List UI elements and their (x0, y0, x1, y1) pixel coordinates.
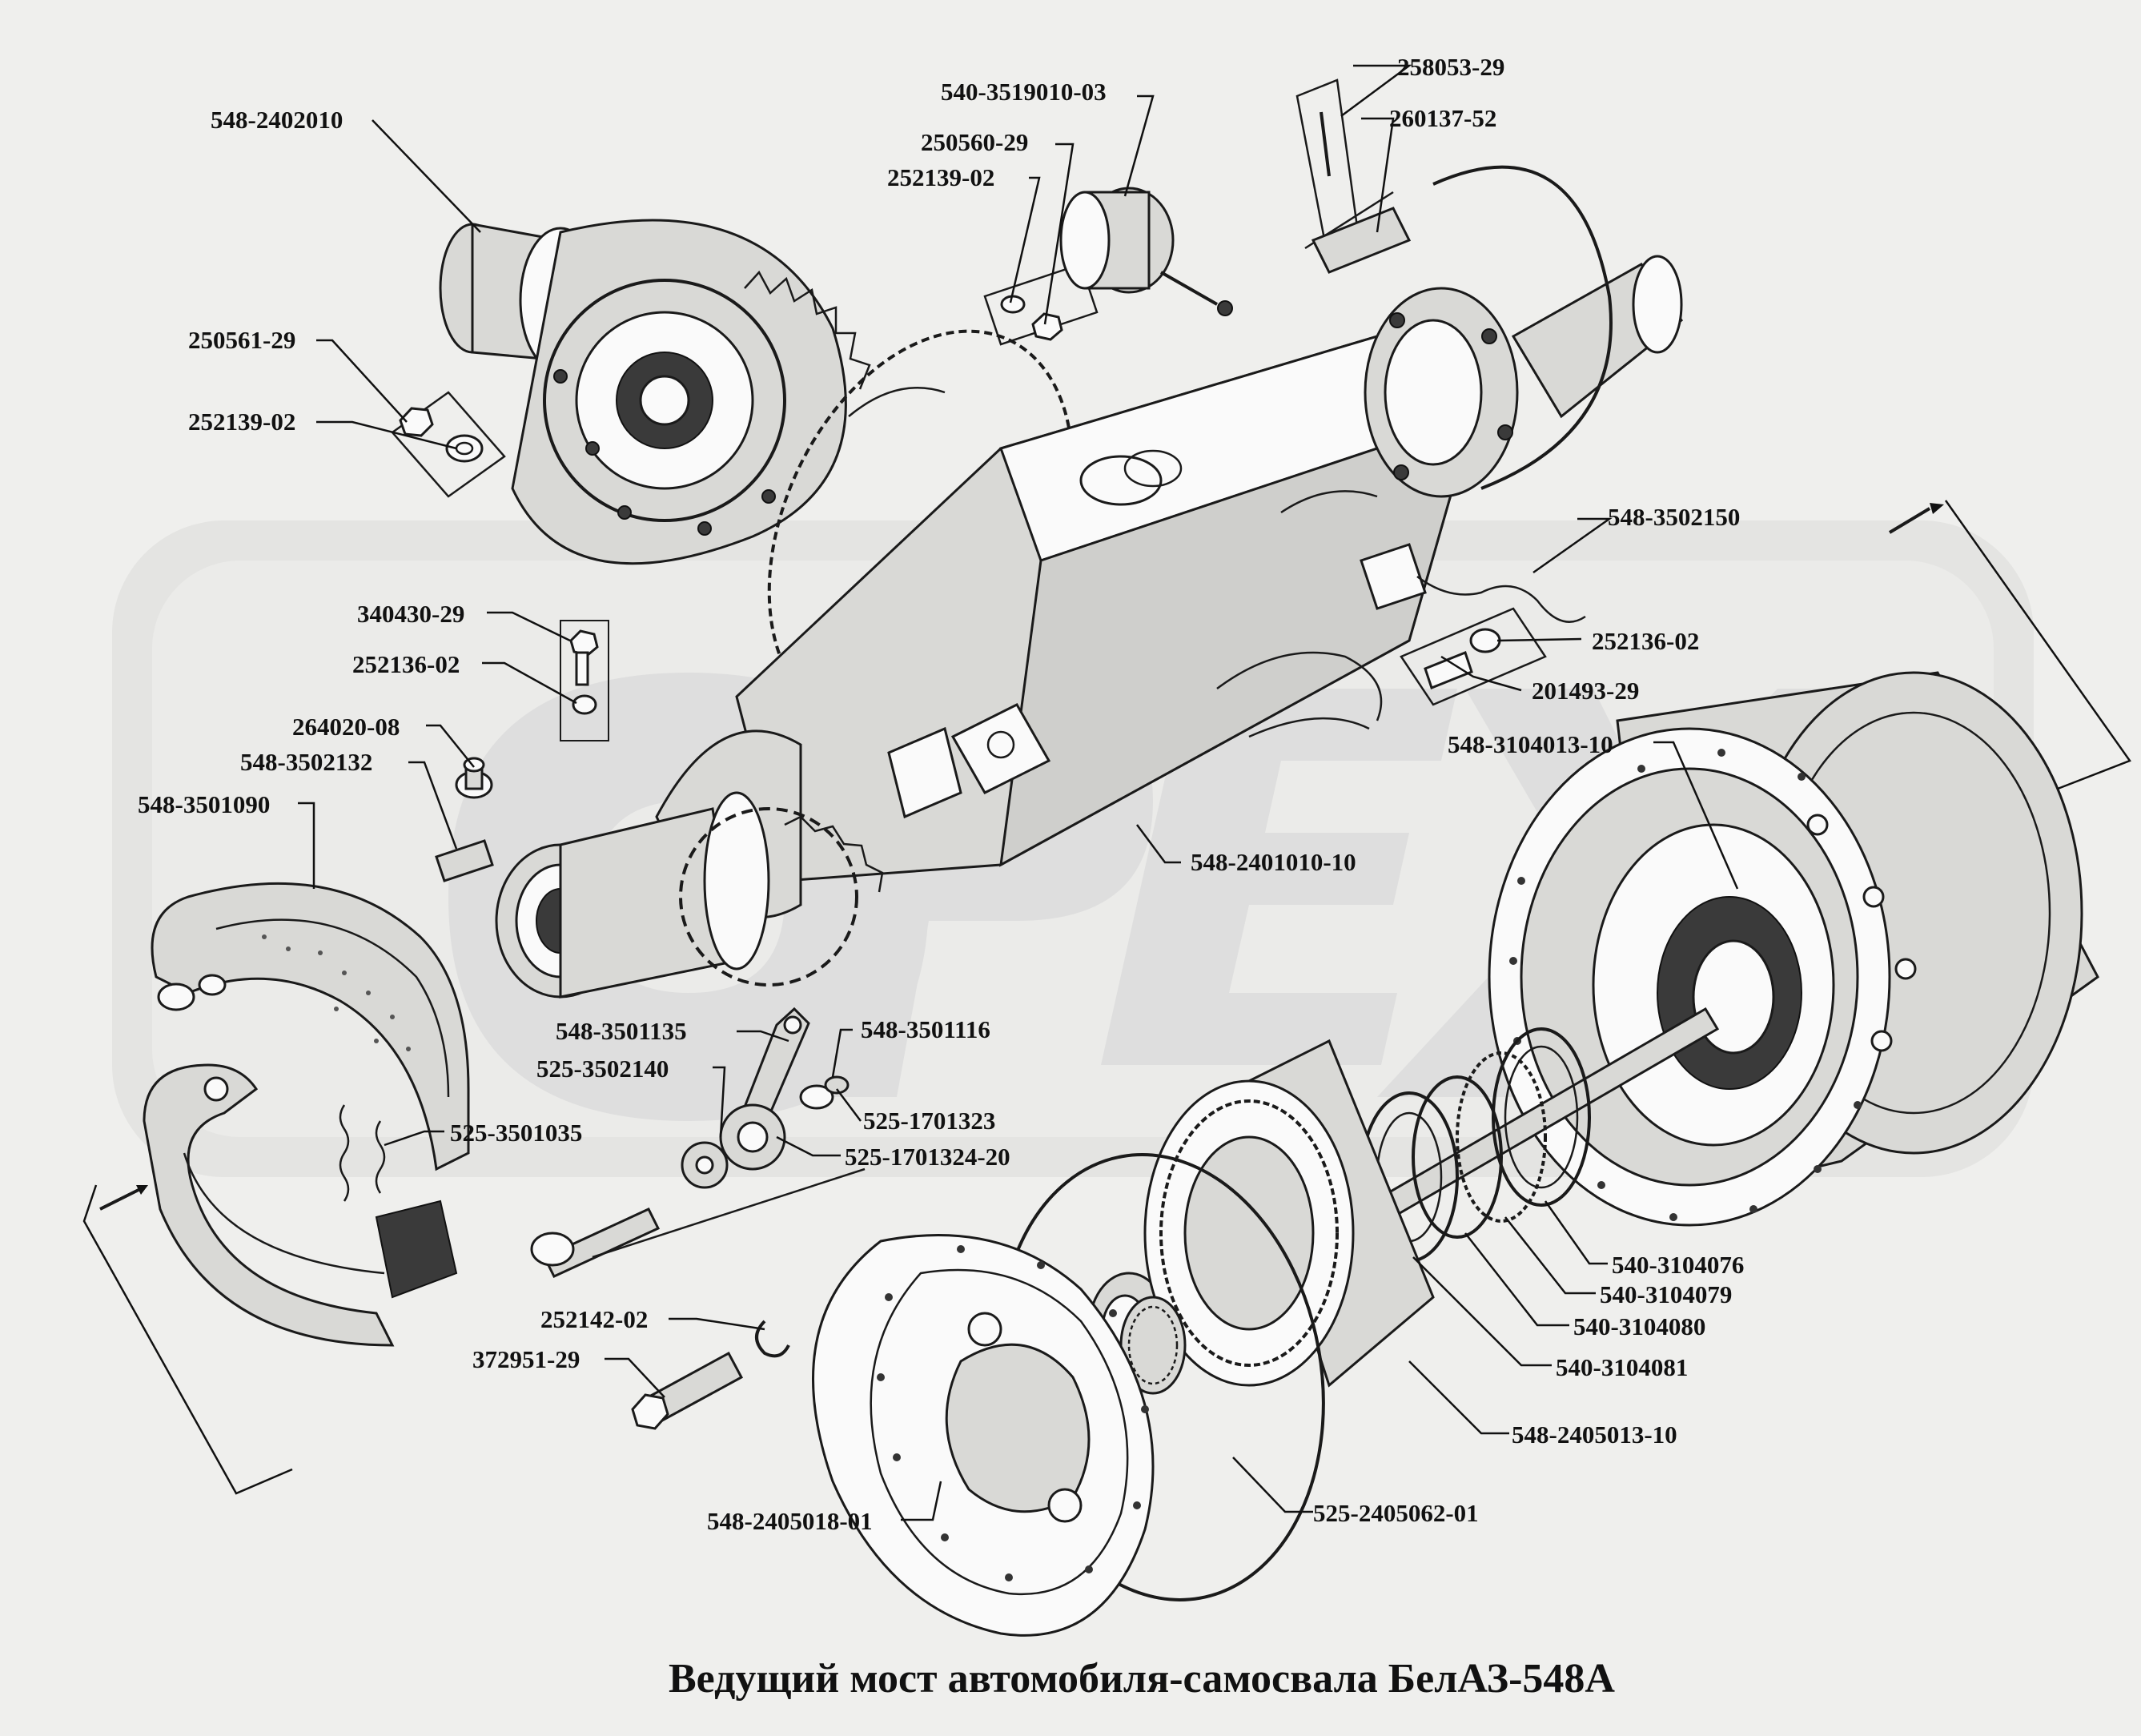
label-540-3519010-03: 540-3519010-03 (941, 78, 1107, 106)
label-540-3104081: 540-3104081 (1556, 1353, 1688, 1381)
label-548-2402010: 548-2402010 (211, 106, 343, 134)
sensor-540-3519010 (983, 187, 1233, 346)
label-525-3501035: 525-3501035 (450, 1119, 582, 1147)
bolt-340430 (560, 620, 609, 741)
label-260137-52: 260137-52 (1389, 104, 1496, 132)
pin-258053 (1295, 78, 1412, 274)
label-525-1701323: 525-1701323 (863, 1107, 995, 1135)
fitting-264020 (455, 757, 493, 799)
differential-assembly (439, 219, 871, 565)
label-340430-29: 340430-29 (357, 600, 464, 628)
label-548-3502132: 548-3502132 (240, 748, 372, 776)
section-arrow-right (1888, 500, 2131, 790)
label-548-3501090: 548-3501090 (138, 790, 270, 818)
nipple-548-3501116 (799, 1075, 850, 1110)
label-372951-29: 372951-29 (472, 1345, 580, 1373)
label-250560-29: 250560-29 (921, 128, 1028, 156)
axle-housing-548-2401010 (495, 165, 1684, 999)
label-548-2405013-10: 548-2405013-10 (1512, 1421, 1677, 1449)
brake-shoe-upper-548-3501090 (151, 882, 470, 1171)
label-252142-02: 252142-02 (540, 1305, 648, 1333)
label-548-3501116: 548-3501116 (861, 1015, 990, 1043)
ring-540-3104080 (1412, 1075, 1503, 1239)
label-250561-29: 250561-29 (188, 326, 295, 354)
section-arrow-left (82, 1184, 293, 1495)
label-525-2405062-01: 525-2405062-01 (1313, 1499, 1479, 1527)
label-252136-02-left: 252136-02 (352, 650, 460, 678)
spring-525-3501035 (339, 1104, 386, 1202)
bolt-372951 (592, 1167, 866, 1430)
diagram-title: Ведущий мост автомобиля-самосвала БелАЗ-… (669, 1656, 1615, 1702)
washer-252142 (755, 1320, 790, 1358)
brake-shoe-lower (143, 1063, 458, 1347)
key-548-3502132 (435, 839, 494, 882)
label-548-2405018-01: 548-2405018-01 (707, 1507, 873, 1535)
cover-548-2405018 (812, 1234, 1155, 1637)
label-258053-29: 258053-29 (1397, 53, 1504, 81)
label-540-3104079: 540-3104079 (1600, 1280, 1732, 1308)
leader-lines (298, 64, 1739, 1521)
ring-540-3104079 (1456, 1051, 1547, 1223)
label-264020-08: 264020-08 (292, 713, 400, 741)
label-540-3104076: 540-3104076 (1612, 1251, 1744, 1279)
nut-washer-250561 (391, 391, 506, 498)
ring-540-3104076 (1492, 1027, 1591, 1207)
label-548-3502150: 548-3502150 (1608, 503, 1740, 531)
ring-gear-548-2405013 (1143, 1039, 1435, 1388)
label-548-3501135: 548-3501135 (556, 1017, 687, 1045)
bracket-548-3502150 (1400, 575, 1586, 706)
label-540-3104080: 540-3104080 (1573, 1312, 1705, 1340)
label-548-2401010-10: 548-2401010-10 (1191, 848, 1356, 876)
brake-drum-548-3104013 (1488, 671, 2099, 1227)
label-252139-02-left: 252139-02 (188, 408, 295, 436)
label-252136-02-right: 252136-02 (1592, 627, 1699, 655)
cam-shaft (530, 1208, 661, 1278)
label-525-3502140: 525-3502140 (536, 1055, 669, 1083)
label-525-1701324-20: 525-1701324-20 (845, 1143, 1010, 1171)
lever-548-3501135 (681, 1007, 810, 1189)
label-201493-29: 201493-29 (1532, 677, 1639, 705)
part-labels: 548-2402010 540-3519010-03 258053-29 260… (138, 53, 1744, 1535)
label-548-3104013-10: 548-3104013-10 (1448, 730, 1613, 758)
label-252139-02-top: 252139-02 (887, 163, 994, 191)
